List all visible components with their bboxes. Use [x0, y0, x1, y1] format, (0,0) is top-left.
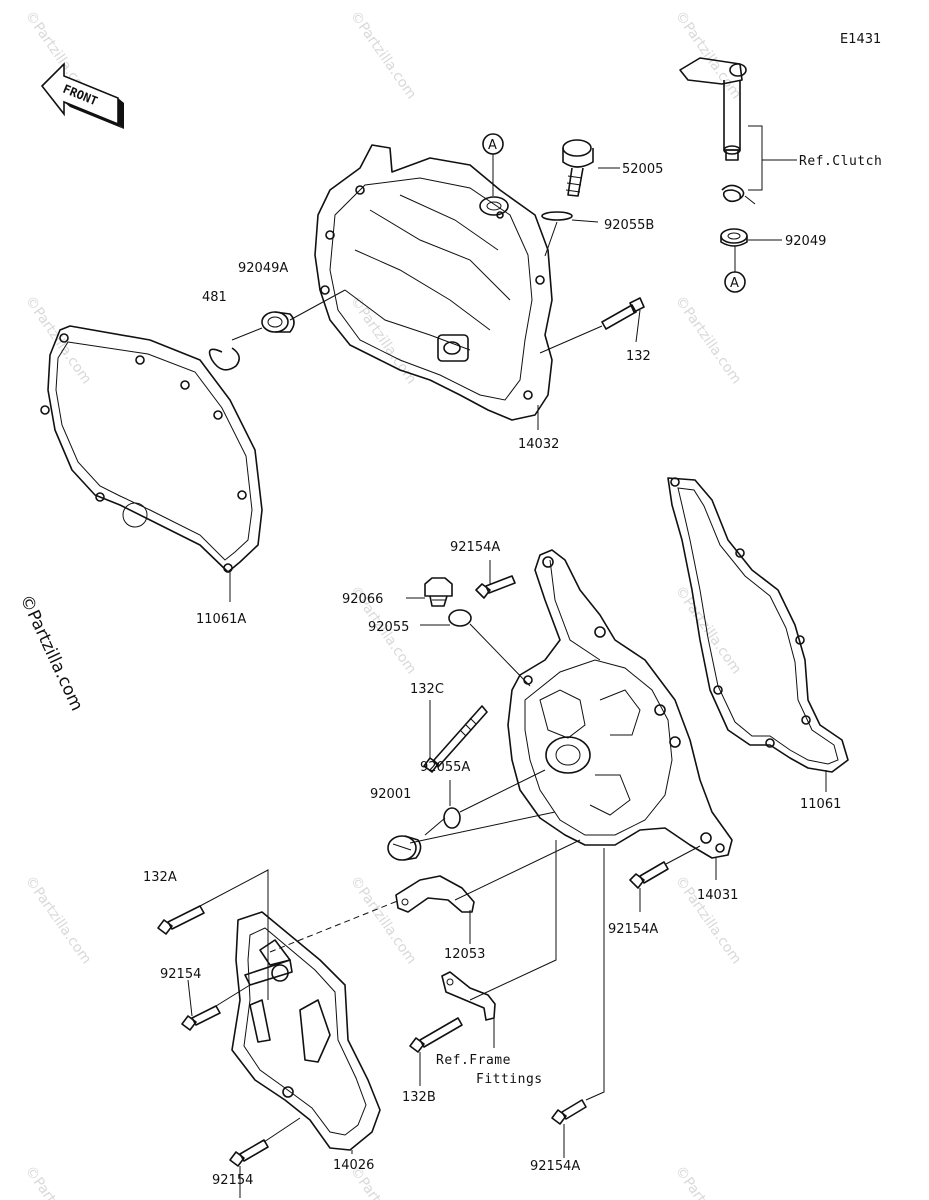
circlip-481 — [208, 347, 240, 371]
clutch-cover-14032 — [314, 144, 553, 421]
bolt-132B — [409, 1017, 463, 1053]
o-ring-92055A — [443, 807, 461, 829]
label-ref-clutch: Ref.Clutch — [799, 154, 882, 169]
label-92049A: 92049A — [238, 261, 288, 276]
label-92055B: 92055B — [604, 218, 654, 233]
label-ref-frame: Ref.Frame — [436, 1053, 511, 1068]
bolt-92154A-mid — [629, 861, 669, 889]
svg-text:A: A — [488, 138, 497, 153]
bolt-92154-upper — [181, 1005, 221, 1031]
gasket-11061A — [40, 325, 263, 573]
oil-seal-92049A — [261, 311, 295, 333]
label-14032: 14032 — [518, 437, 559, 452]
spring-icon — [721, 184, 756, 205]
label-92055: 92055 — [368, 620, 409, 635]
watermark: ©Partzilla.com — [347, 8, 420, 102]
bolt-132C — [423, 705, 488, 773]
label-14031: 14031 — [697, 888, 738, 903]
watermark: ©Partzilla.com — [672, 1163, 745, 1200]
watermark: ©Partzilla.com — [22, 1163, 95, 1200]
watermark: ©Partzilla.com — [22, 873, 95, 967]
label-92154-upper: 92154 — [160, 967, 201, 982]
label-481: 481 — [202, 290, 227, 305]
label-12053: 12053 — [444, 947, 485, 962]
bolt-92154A-bottom — [551, 1099, 587, 1125]
watermark: ©Partzilla.com — [672, 293, 745, 387]
bracket-12053 — [395, 875, 475, 913]
bolt-132A — [157, 905, 205, 935]
label-52005: 52005 — [622, 162, 663, 177]
front-arrow-icon: FRONT — [40, 62, 124, 129]
label-92066: 92066 — [342, 592, 383, 607]
o-ring-92055B — [541, 211, 573, 221]
watermark: ©Partzilla.com — [672, 8, 745, 102]
bolt-132 — [601, 297, 645, 330]
bolt-92154-lower — [229, 1139, 269, 1167]
svg-text:A: A — [730, 276, 739, 291]
label-92154A-top: 92154A — [450, 540, 500, 555]
leader-lines — [187, 125, 827, 1198]
watermark: ©Partzilla.com — [672, 583, 745, 677]
sprocket-cover-14026 — [231, 911, 381, 1151]
label-11061: 11061 — [800, 797, 841, 812]
label-92154A-bottom: 92154A — [530, 1159, 580, 1174]
label-92049: 92049 — [785, 234, 826, 249]
o-ring-92055 — [448, 609, 472, 627]
oil-filler-cap-52005 — [562, 139, 594, 197]
bracket-frame-fittings — [441, 971, 496, 1021]
label-fittings: Fittings — [476, 1072, 543, 1087]
clutch-release-shaft — [679, 57, 747, 161]
bolt-92154A-top — [475, 575, 516, 599]
label-132: 132 — [626, 349, 651, 364]
part-labels: 52005 92055B Ref.Clutch 92049 92049A 481… — [143, 154, 882, 1188]
label-132C: 132C — [410, 682, 444, 697]
label-132A: 132A — [143, 870, 177, 885]
label-92055A: 92055A — [420, 760, 470, 775]
label-14026: 14026 — [333, 1158, 374, 1173]
diagram-code: E1431 — [840, 32, 881, 47]
label-92154-lower: 92154 — [212, 1173, 253, 1188]
plug-92066 — [424, 577, 453, 607]
oil-seal-92049 — [720, 228, 748, 247]
generator-cover-14031 — [507, 549, 733, 859]
reference-marker-a: A — [482, 133, 504, 155]
label-132B: 132B — [402, 1090, 436, 1105]
label-92001: 92001 — [370, 787, 411, 802]
label-92154A-mid: 92154A — [608, 922, 658, 937]
cap-92001 — [387, 835, 422, 861]
watermark: ©Partzilla.com — [22, 293, 95, 387]
gasket-11061 — [667, 477, 849, 773]
reference-marker-a: A — [724, 271, 746, 293]
label-11061A: 11061A — [196, 612, 246, 627]
brand-mark: ©Partzilla.com — [15, 592, 86, 714]
